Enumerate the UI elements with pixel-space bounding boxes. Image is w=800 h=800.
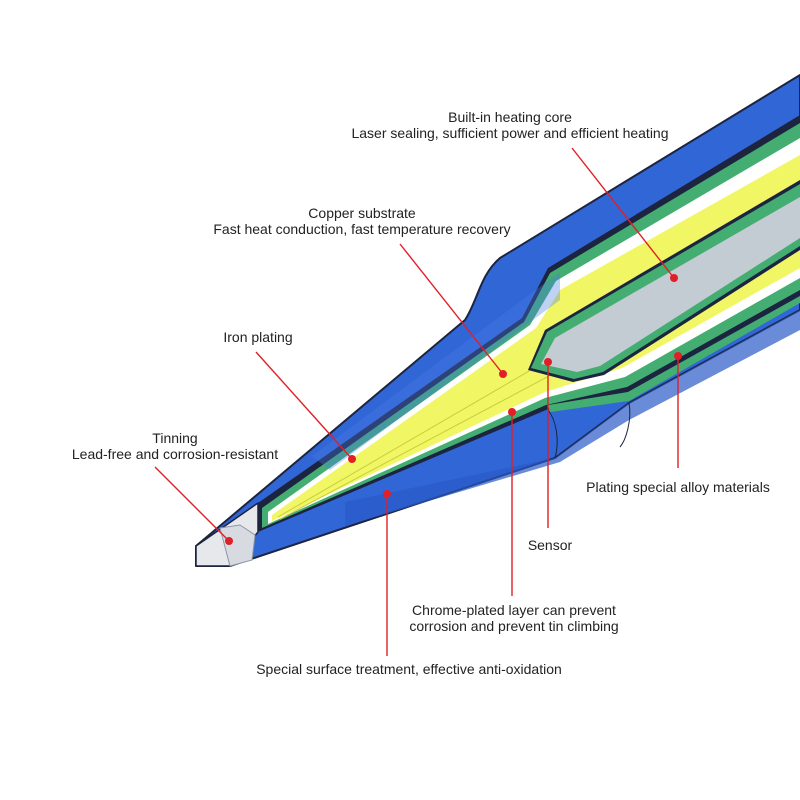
lower-shadow-band [345,310,800,526]
dot-alloy [674,352,682,360]
yellow-copper-layer [272,155,800,521]
label-heating-core-desc: Laser sealing, sufficient power and effi… [351,125,668,141]
label-iron-plating: Iron plating [223,329,292,345]
leader-lines [154,147,679,656]
dot-tinning [225,537,233,545]
tinned-tip-facet [219,524,256,567]
label-chrome-line1: Chrome-plated layer can prevent [412,602,616,618]
leader-copper-substrate [399,243,504,375]
dot-heating-core [670,274,678,282]
label-copper-title: Copper substrate [308,205,416,221]
label-heating-core-title: Built-in heating core [448,109,572,125]
label-tinning-title: Tinning [152,430,197,446]
dot-chrome [508,408,516,416]
label-copper-desc: Fast heat conduction, fast temperature r… [213,221,510,237]
shell-seam [547,402,631,459]
label-chrome-line2: corrosion and prevent tin climbing [409,618,618,634]
tip-front-highlight [312,272,560,470]
copper-taper-lines [277,359,550,520]
dot-iron-plating [348,455,356,463]
leader-heating-core [571,147,675,279]
label-tinning-desc: Lead-free and corrosion-resistant [72,446,278,462]
dot-copper-substrate [499,370,507,378]
label-alloy: Plating special alloy materials [586,479,770,495]
heating-core [541,197,800,372]
soldering-tip-illustration [195,74,800,567]
callout-labels: Built-in heating core Laser sealing, suf… [72,109,770,677]
dot-sensor [544,358,552,366]
label-surface: Special surface treatment, effective ant… [256,661,562,677]
leader-tinning [154,466,230,542]
label-sensor: Sensor [528,537,573,553]
leader-iron-plating [255,351,353,460]
dot-surface [383,490,391,498]
leader-dots [225,274,682,545]
